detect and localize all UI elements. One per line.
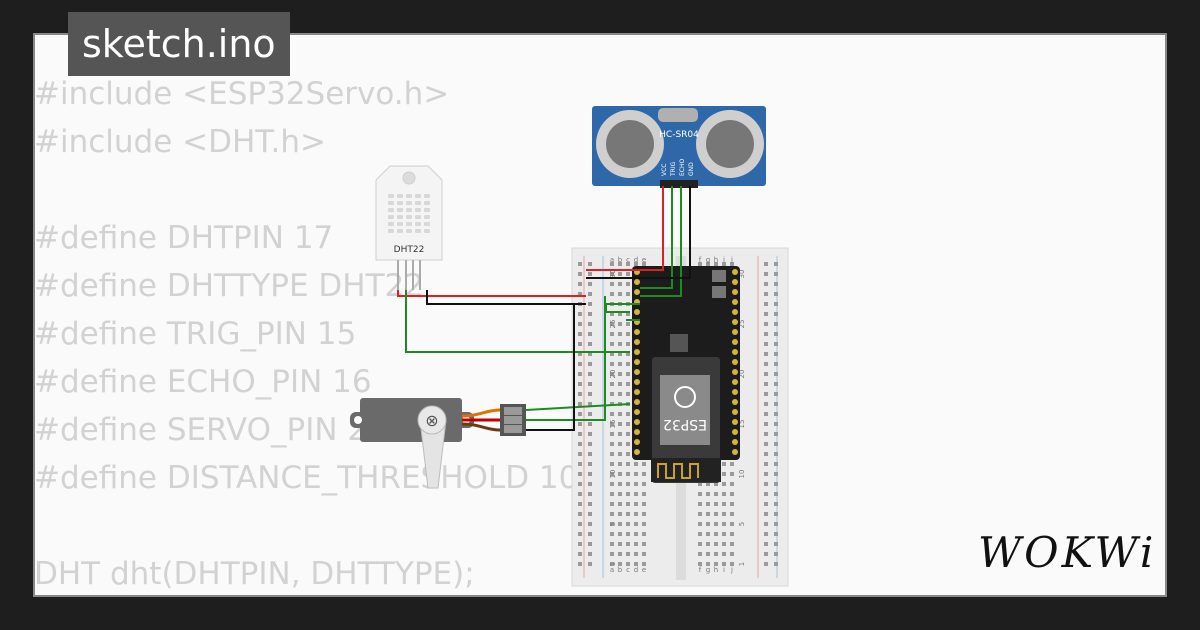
- breadboard-row-label: d: [634, 566, 638, 574]
- breadboard-row-label: j: [730, 566, 733, 574]
- pin-label-trig: TRIG: [670, 161, 677, 177]
- breadboard-col-number: 5: [609, 522, 617, 526]
- hc-sr04-sensor: HC-SR04 VCC TRIG ECHO GND: [592, 106, 766, 188]
- servo-motor: ⊗: [350, 398, 526, 489]
- button-icon: [712, 286, 726, 298]
- code-line: #include <ESP32Servo.h>: [34, 76, 450, 112]
- breadboard-row-label: e: [642, 566, 646, 574]
- breadboard-col-number: 20: [609, 370, 617, 379]
- breadboard-row-label: b: [618, 256, 623, 264]
- breadboard-row-label: f: [699, 256, 702, 264]
- breadboard-row-label: h: [714, 566, 718, 574]
- breadboard-row-label: c: [626, 566, 630, 574]
- breadboard-row-label: i: [723, 566, 725, 574]
- filename-tab[interactable]: sketch.ino: [68, 12, 290, 76]
- breadboard-col-number: 10: [609, 470, 617, 479]
- code-line: #define DHTPIN 17: [34, 220, 334, 256]
- breadboard-col-number: 1: [738, 562, 746, 566]
- espressif-logo-icon: [674, 386, 696, 408]
- breadboard-row-label: d: [634, 256, 638, 264]
- antenna-icon: [657, 463, 699, 479]
- breadboard-row-label: h: [714, 256, 718, 264]
- breadboard-row-label: b: [618, 566, 623, 574]
- breadboard-row-label: g: [706, 566, 710, 574]
- breadboard-col-number: 10: [738, 470, 746, 479]
- breadboard-row-label: c: [626, 256, 630, 264]
- breadboard-col-number: 20: [738, 370, 746, 379]
- breadboard-row-label: g: [706, 256, 710, 264]
- code-line: #include <DHT.h>: [34, 124, 327, 160]
- esp32-board: ESP32: [632, 266, 740, 483]
- esp32-label: ESP32: [663, 416, 707, 432]
- breadboard-col-number: 15: [738, 420, 746, 429]
- pin-label-echo: ECHO: [679, 159, 686, 176]
- dht22-sensor: DHT22: [375, 165, 443, 290]
- servo-axis-icon: ⊗: [425, 411, 438, 430]
- breadboard-row-label: e: [642, 256, 646, 264]
- esp32-shield: [660, 375, 710, 445]
- code-line: #define TRIG_PIN 15: [34, 316, 357, 352]
- breadboard-row-label: i: [723, 256, 725, 264]
- breadboard-row-label: j: [730, 256, 733, 264]
- code-line: DHT dht(DHTPIN, DHTTYPE);: [34, 556, 475, 592]
- button-icon: [712, 270, 726, 282]
- code-line: #define ECHO_PIN 16: [34, 364, 372, 400]
- dht22-label: DHT22: [394, 245, 425, 255]
- wokwi-logo[interactable]: WOKWi: [978, 528, 1157, 577]
- breadboard-col-number: 30: [609, 270, 617, 279]
- breadboard-col-number: 15: [609, 420, 617, 429]
- hc-sr04-label: HC-SR04: [659, 130, 699, 140]
- breadboard-row-label: a: [610, 566, 614, 574]
- breadboard-col-number: 1: [609, 562, 617, 566]
- breadboard-row-label: a: [610, 256, 614, 264]
- wires: [397, 186, 691, 431]
- breadboard-col-number: 30: [738, 270, 746, 279]
- breadboard-col-number: 25: [609, 320, 617, 329]
- breadboard-col-number: 5: [738, 522, 746, 526]
- code-preview: #include <ESP32Servo.h> #include <DHT.h>…: [34, 70, 578, 598]
- pin-label-vcc: VCC: [661, 164, 668, 176]
- chip-icon: [670, 334, 688, 352]
- breadboard-col-number: 25: [738, 320, 746, 329]
- breadboard-row-label: f: [699, 566, 702, 574]
- pin-label-gnd: GND: [688, 162, 695, 176]
